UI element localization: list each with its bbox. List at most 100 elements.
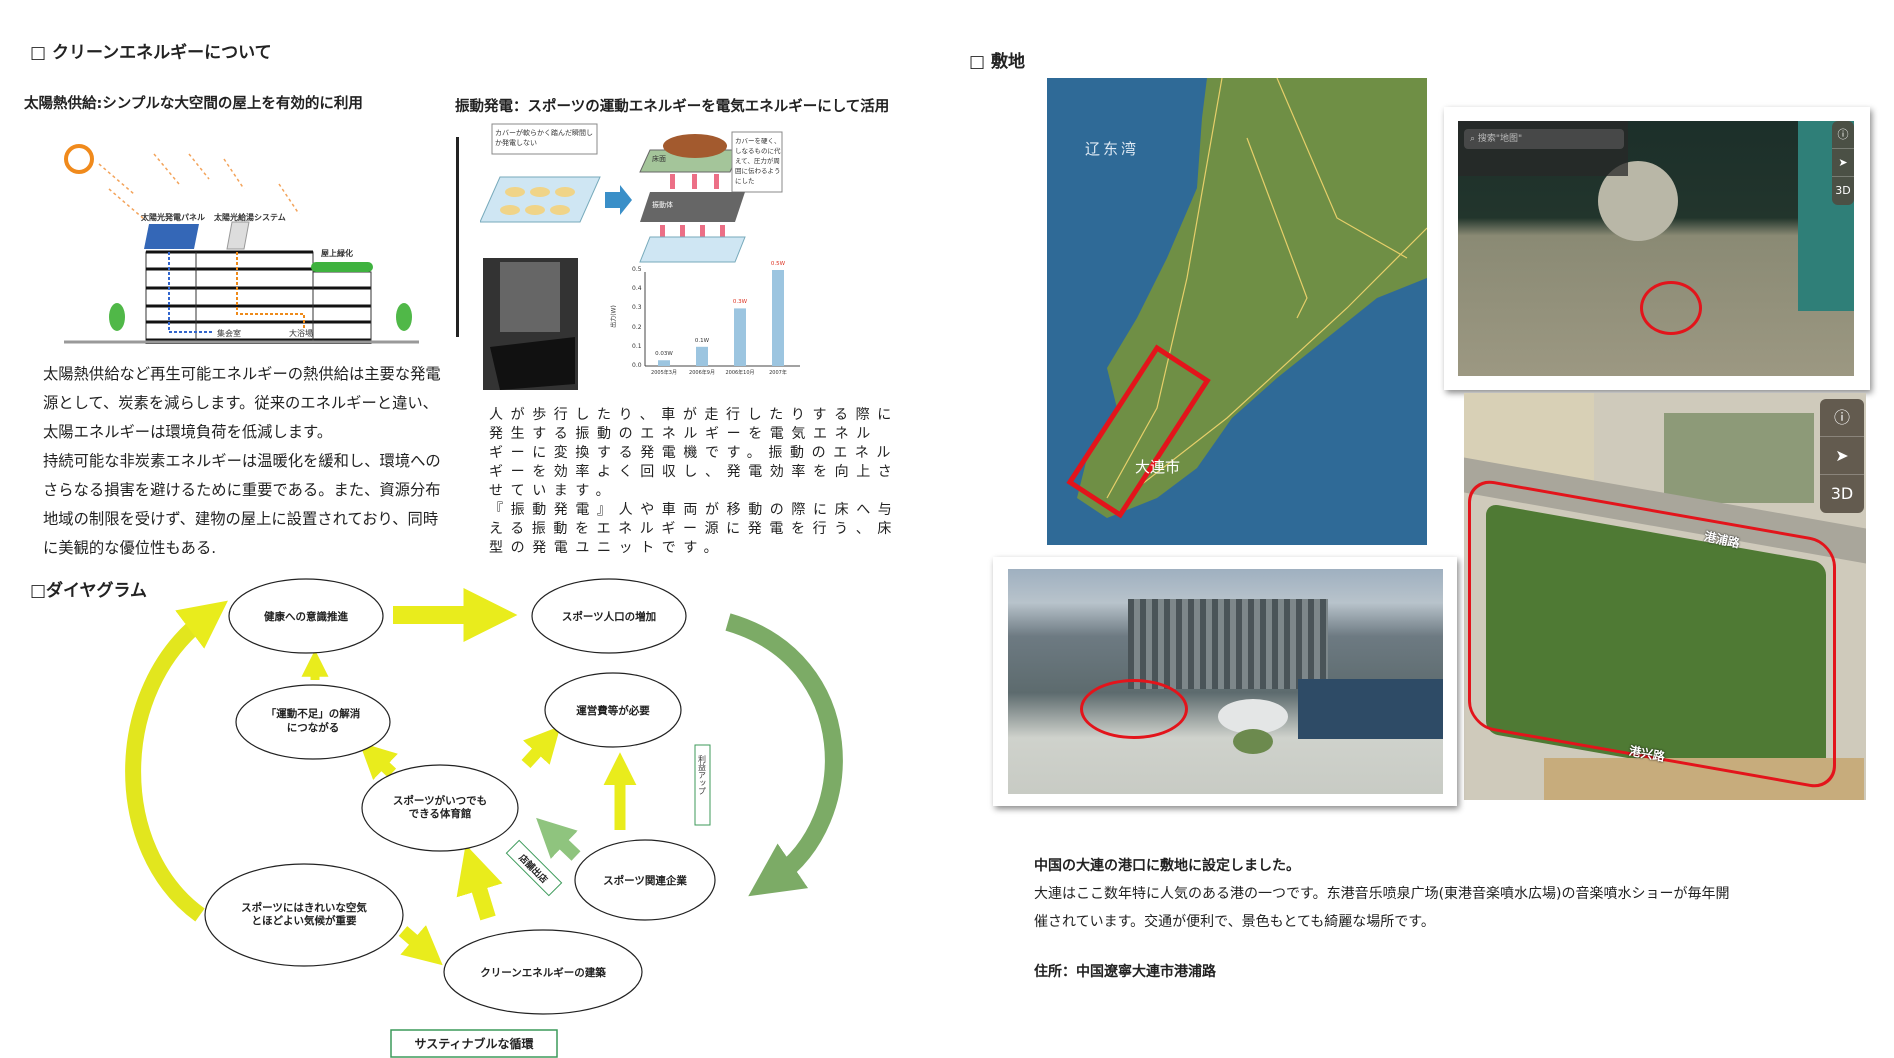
chart-data-label: 0.3W — [732, 299, 748, 306]
site-address: 住所：中国遼寧大連市港浦路 — [1034, 964, 1216, 980]
peninsula-drawing — [1066, 78, 1427, 519]
label-floor-surface: 床面 — [652, 155, 666, 163]
node-air-label: とほどよい気候が重要 — [252, 914, 357, 927]
region-map: 辽东湾 大連市 — [1047, 78, 1427, 545]
arrow-left-cycle — [125, 600, 228, 922]
node-exercise-label: 「運動不足」の解消 — [266, 707, 361, 720]
label-roof-garden: 屋上緑化 — [321, 249, 353, 258]
solar-building-illustration: 太陽光発電パネル 太陽光給湯システム 屋上緑化 集会室 大浴場 — [49, 134, 424, 345]
node-exercise — [235, 684, 391, 760]
node-health-label: 健康への意識推進 — [264, 610, 348, 623]
node-health — [228, 578, 384, 654]
map-search-input[interactable]: ⌕ 搜索"地图" — [1464, 129, 1624, 149]
site-body-line: 催されています。交通が便利で、景色もとても綺麗な場所です。 — [1034, 914, 1435, 930]
node-air-label: スポーツにはきれいな空気 — [241, 901, 367, 914]
arrow-clean-to-gym — [456, 844, 503, 921]
cycle-diagram: 健康への意識推進 スポーツ人口の増加 「運動不足」の解消 につながる 運営費等が… — [125, 578, 843, 1058]
profit-label: 利益アップ — [698, 754, 707, 795]
vibration-illustration: カバーが軟らかく踏んだ瞬間しか発電しない カバーを硬く、しなるものに代えて、圧力… — [479, 122, 815, 392]
column-divider — [456, 137, 459, 337]
text-line: 源として、炭素を減らします。従来のエネルギーと違い、 — [43, 394, 438, 412]
site-marker-circle — [1640, 281, 1702, 335]
node-cost — [544, 672, 682, 748]
node-exercise-label: につながる — [287, 721, 340, 734]
arrow-to-exercise — [359, 742, 398, 780]
3d-button[interactable]: 3D — [1835, 184, 1851, 197]
tree-icon — [396, 303, 412, 331]
text-line: 『振動発電』人や車両が移動の際に床へ与 — [489, 502, 900, 518]
site-description: 中国の大連の港口に敷地に設定しました。 大連はここ数年特に人気のある港の一つです… — [1034, 852, 1730, 986]
node-population-label: スポーツ人口の増加 — [562, 610, 656, 623]
chart-data-label: 0.03W — [655, 351, 673, 358]
text-line: ギーに変換する発電機です。振動のエネル — [489, 445, 898, 461]
diagram-heading: □ダイヤグラム — [30, 581, 148, 601]
location-arrow-icon[interactable]: ➤ — [1832, 149, 1854, 177]
node-company — [574, 839, 716, 921]
chart-data-label: 0.1W — [694, 337, 710, 344]
arrow-air-to-clean — [398, 925, 443, 966]
satellite-small[interactable]: ⌕ 搜索"地图" ⓘ ➤ 3D — [1458, 121, 1854, 376]
building-drawing — [64, 144, 419, 345]
section-title-site: □ 敷地 — [969, 52, 1025, 72]
vibration-drawing — [479, 123, 800, 390]
text-line: に美観的な優位性もある. — [43, 539, 217, 557]
aerial-photo-frame — [993, 557, 1457, 806]
cycle-box — [390, 1029, 558, 1058]
chart-bar — [696, 346, 708, 366]
label-vibrator: 振動体 — [652, 201, 673, 209]
text-line: 発生する振動のエネルギーを電気エネル — [489, 426, 878, 442]
site-body-line: 大連はここ数年特に人気のある港の一つです。东港音乐喷泉广场(東港音楽噴水広場)の… — [1034, 886, 1730, 902]
solar-panel-icon — [144, 224, 199, 249]
right-arrow-icon — [605, 185, 632, 215]
chart-ytick: 0.2 — [632, 323, 642, 331]
node-population — [531, 578, 687, 654]
callout-soft-cover: カバーが軟らかく踏んだ瞬間しか発電しない — [495, 129, 593, 147]
info-icon[interactable]: ⓘ — [1820, 399, 1864, 437]
text-line: せています。 — [489, 483, 618, 499]
search-placeholder: 搜索"地图" — [1477, 134, 1523, 144]
label-bath: 大浴場 — [289, 329, 313, 338]
aerial-photo — [1008, 569, 1443, 794]
chart-ytick: 0.5 — [632, 266, 642, 273]
satellite-large[interactable]: 港浦路 港兴路 ⓘ ➤ 3D — [1464, 393, 1866, 800]
chart-ytick: 0.3 — [632, 304, 642, 312]
map-controls: ⓘ ➤ 3D — [1832, 121, 1854, 205]
location-arrow-icon[interactable]: ➤ — [1820, 437, 1864, 475]
node-cost-label: 運営費等が必要 — [576, 704, 650, 717]
chart-bar — [772, 270, 784, 366]
text-line: える振動をエネルギー源に発電を行う、床 — [489, 521, 899, 537]
text-line: 型の発電ユニットです。 — [489, 540, 726, 556]
text-line: 持続可能な非炭素エネルギーは温暖化を緩和し、環境への — [43, 452, 441, 470]
text-line: 太陽熱供給など再生可能エネルギーの熱供給は主要な発電 — [43, 365, 441, 383]
map-controls: ⓘ ➤ 3D — [1820, 399, 1864, 513]
solar-paragraph: 太陽熱供給など再生可能エネルギーの熱供給は主要な発電 源として、炭素を減らします… — [43, 360, 473, 563]
label-hall: 集会室 — [217, 329, 241, 338]
chart-ytick: 0.1 — [632, 342, 642, 350]
shoe-icon — [663, 134, 727, 158]
info-icon[interactable]: ⓘ — [1832, 121, 1854, 149]
label-solar-water: 太陽光給湯システム — [214, 213, 286, 222]
chart-bar — [658, 360, 670, 366]
roof-garden — [311, 262, 373, 272]
chart-ytick: 0.0 — [632, 362, 642, 369]
text-line: 太陽エネルギーは環境負荷を低減します。 — [43, 423, 333, 441]
node-gym — [361, 764, 519, 852]
text-line: 人が歩行したり、車が走行したりする際に — [489, 407, 899, 423]
solar-heading: 太陽熱供給:シンプルな大空間の屋上を有効的に利用 — [24, 96, 363, 112]
city-label: 大連市 — [1135, 458, 1181, 476]
site-lead: 中国の大連の港口に敷地に設定しました。 — [1034, 858, 1300, 874]
node-clean-label: クリーンエネルギーの建築 — [480, 966, 606, 979]
region-highlight — [1066, 344, 1211, 519]
chart-data-label: 0.5W — [770, 261, 786, 267]
bay-label: 辽东湾 — [1085, 140, 1140, 158]
search-icon: ⌕ — [1470, 134, 1478, 144]
chart-xtick: 2007年 — [769, 370, 787, 376]
text-line: ギーを効率よく回収し、発電効率を向上さ — [489, 464, 900, 480]
vibration-paragraph: 人が歩行したり、車が走行したりする際に 発生する振動のエネルギーを電気エネル ギ… — [489, 406, 919, 558]
chart-ytick: 0.4 — [632, 285, 642, 293]
arrow-right-cycle — [725, 613, 843, 897]
profit-box — [694, 744, 711, 826]
3d-button[interactable]: 3D — [1830, 484, 1854, 503]
node-clean — [443, 929, 643, 1015]
node-company-label: スポーツ関連企業 — [603, 874, 687, 887]
